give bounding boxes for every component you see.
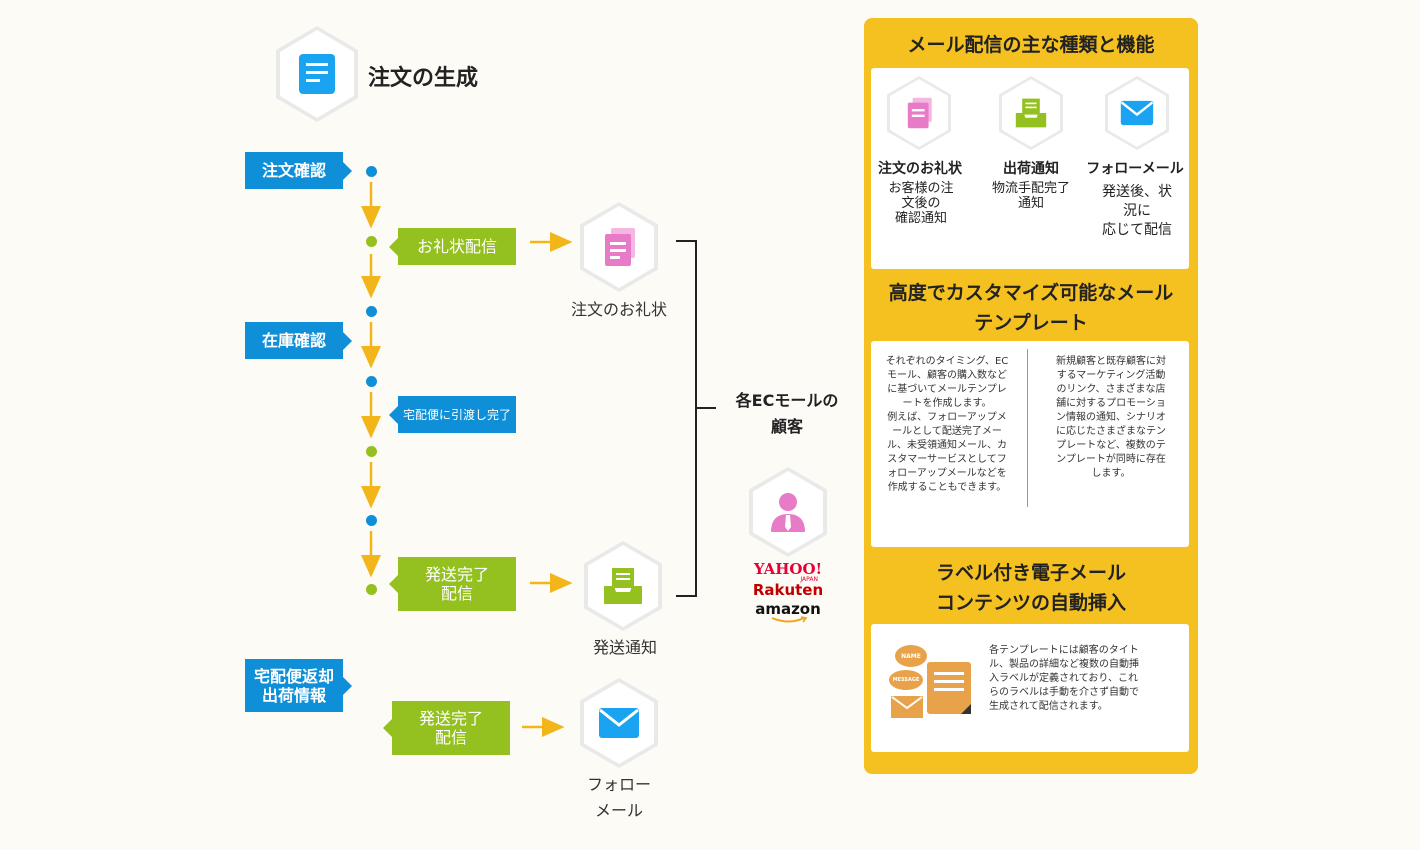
stock-confirm-tag: 在庫確認 bbox=[245, 322, 352, 359]
amazon-logo: amazon bbox=[755, 600, 821, 618]
type-follow-hex bbox=[1105, 76, 1169, 150]
types-box: 注文のお礼状 出荷通知 フォローメール お客様の注 文後の 確認通知 物流手配完… bbox=[871, 68, 1189, 269]
flow-dot bbox=[366, 446, 377, 457]
thanks-delivery-tag: お礼状配信 bbox=[389, 228, 516, 265]
ship-notice-hex bbox=[584, 541, 662, 631]
customers-label: 各ECモールの 顧客 bbox=[735, 391, 839, 436]
template-box: それぞれのタイミング、EC モール、顧客の購入数など に基づいてメールテンプレ … bbox=[871, 341, 1189, 547]
type-desc: 物流手配完了 通知 bbox=[991, 181, 1070, 211]
feature-panel: メール配信の主な種類と機能 bbox=[864, 18, 1198, 774]
amazon-smile-icon bbox=[771, 616, 808, 623]
envelope-icon bbox=[1120, 100, 1154, 126]
page-title: 注文の生成 bbox=[368, 66, 479, 91]
flow-dot bbox=[366, 166, 377, 177]
label-message-tag: MESSAGE bbox=[892, 677, 920, 683]
flow-dot bbox=[366, 515, 377, 526]
thanks-letter-label: 注文のお礼状 bbox=[570, 300, 667, 319]
document-icon bbox=[299, 54, 335, 94]
template-left-text: それぞれのタイミング、EC モール、顧客の購入数など に基づいてメールテンプレ … bbox=[885, 356, 1009, 493]
letters-icon bbox=[907, 97, 932, 129]
ship-done-tag: 発送完了 配信 bbox=[389, 557, 516, 611]
labels-box: NAME MESSAGE 各テンプレートには顧客のタイト ル、製品の詳細など複数… bbox=[871, 624, 1189, 752]
rakuten-logo: Rakuten bbox=[752, 581, 824, 599]
label-desc: 各テンプレートには顧客のタイト ル、製品の詳細など複数の自動挿 入ラベルが定義さ… bbox=[989, 645, 1139, 712]
flow-dot bbox=[366, 236, 377, 247]
follow-mail-hex bbox=[580, 678, 658, 768]
flow-dot bbox=[366, 306, 377, 317]
type-desc: 発送後、状 況に 応じて配信 bbox=[1102, 184, 1172, 238]
customer-hex bbox=[749, 467, 827, 557]
section-title-template: 高度でカスタマイズ可能なメール テンプレート bbox=[888, 282, 1174, 334]
inbox-tray-icon bbox=[604, 568, 642, 604]
letters-icon bbox=[605, 228, 635, 266]
section-title-labels: ラベル付き電子メール コンテンツの自動挿入 bbox=[935, 562, 1126, 614]
return-info-tag: 宅配便返却 出荷情報 bbox=[245, 659, 352, 712]
envelope-icon bbox=[599, 708, 639, 738]
type-thanks-hex bbox=[887, 76, 951, 150]
label-mail-icon bbox=[889, 645, 971, 718]
ship-done-tag-2: 発送完了 配信 bbox=[383, 701, 510, 755]
flow-dot bbox=[366, 584, 377, 595]
flow-dot bbox=[366, 376, 377, 387]
type-name: 出荷通知 bbox=[1003, 161, 1059, 177]
handover-tag: 宅配便に引渡し完了 bbox=[389, 396, 516, 433]
section-title-types: メール配信の主な種類と機能 bbox=[907, 34, 1155, 56]
inbox-tray-icon bbox=[1015, 98, 1047, 128]
type-name: フォローメール bbox=[1086, 161, 1184, 177]
order-hex bbox=[276, 26, 358, 122]
order-confirm-tag: 注文確認 bbox=[245, 152, 352, 189]
type-name: 注文のお礼状 bbox=[878, 161, 962, 177]
template-divider bbox=[1027, 349, 1028, 507]
type-desc: お客様の注 文後の 確認通知 bbox=[888, 181, 954, 226]
yahoo-logo: YAHOO! JAPAN bbox=[753, 560, 823, 584]
thanks-letter-hex bbox=[580, 202, 658, 292]
label-name-tag: NAME bbox=[901, 653, 921, 660]
person-icon bbox=[771, 493, 805, 532]
ship-notice-label: 発送通知 bbox=[592, 638, 657, 657]
template-right-text: 新規顧客と既存顧客に対 するマーケティング活動 のリンク、さまざまな店 舗に対す… bbox=[1056, 356, 1166, 479]
follow-mail-label: フォロー メール bbox=[586, 775, 651, 820]
type-ship-hex bbox=[999, 76, 1063, 150]
